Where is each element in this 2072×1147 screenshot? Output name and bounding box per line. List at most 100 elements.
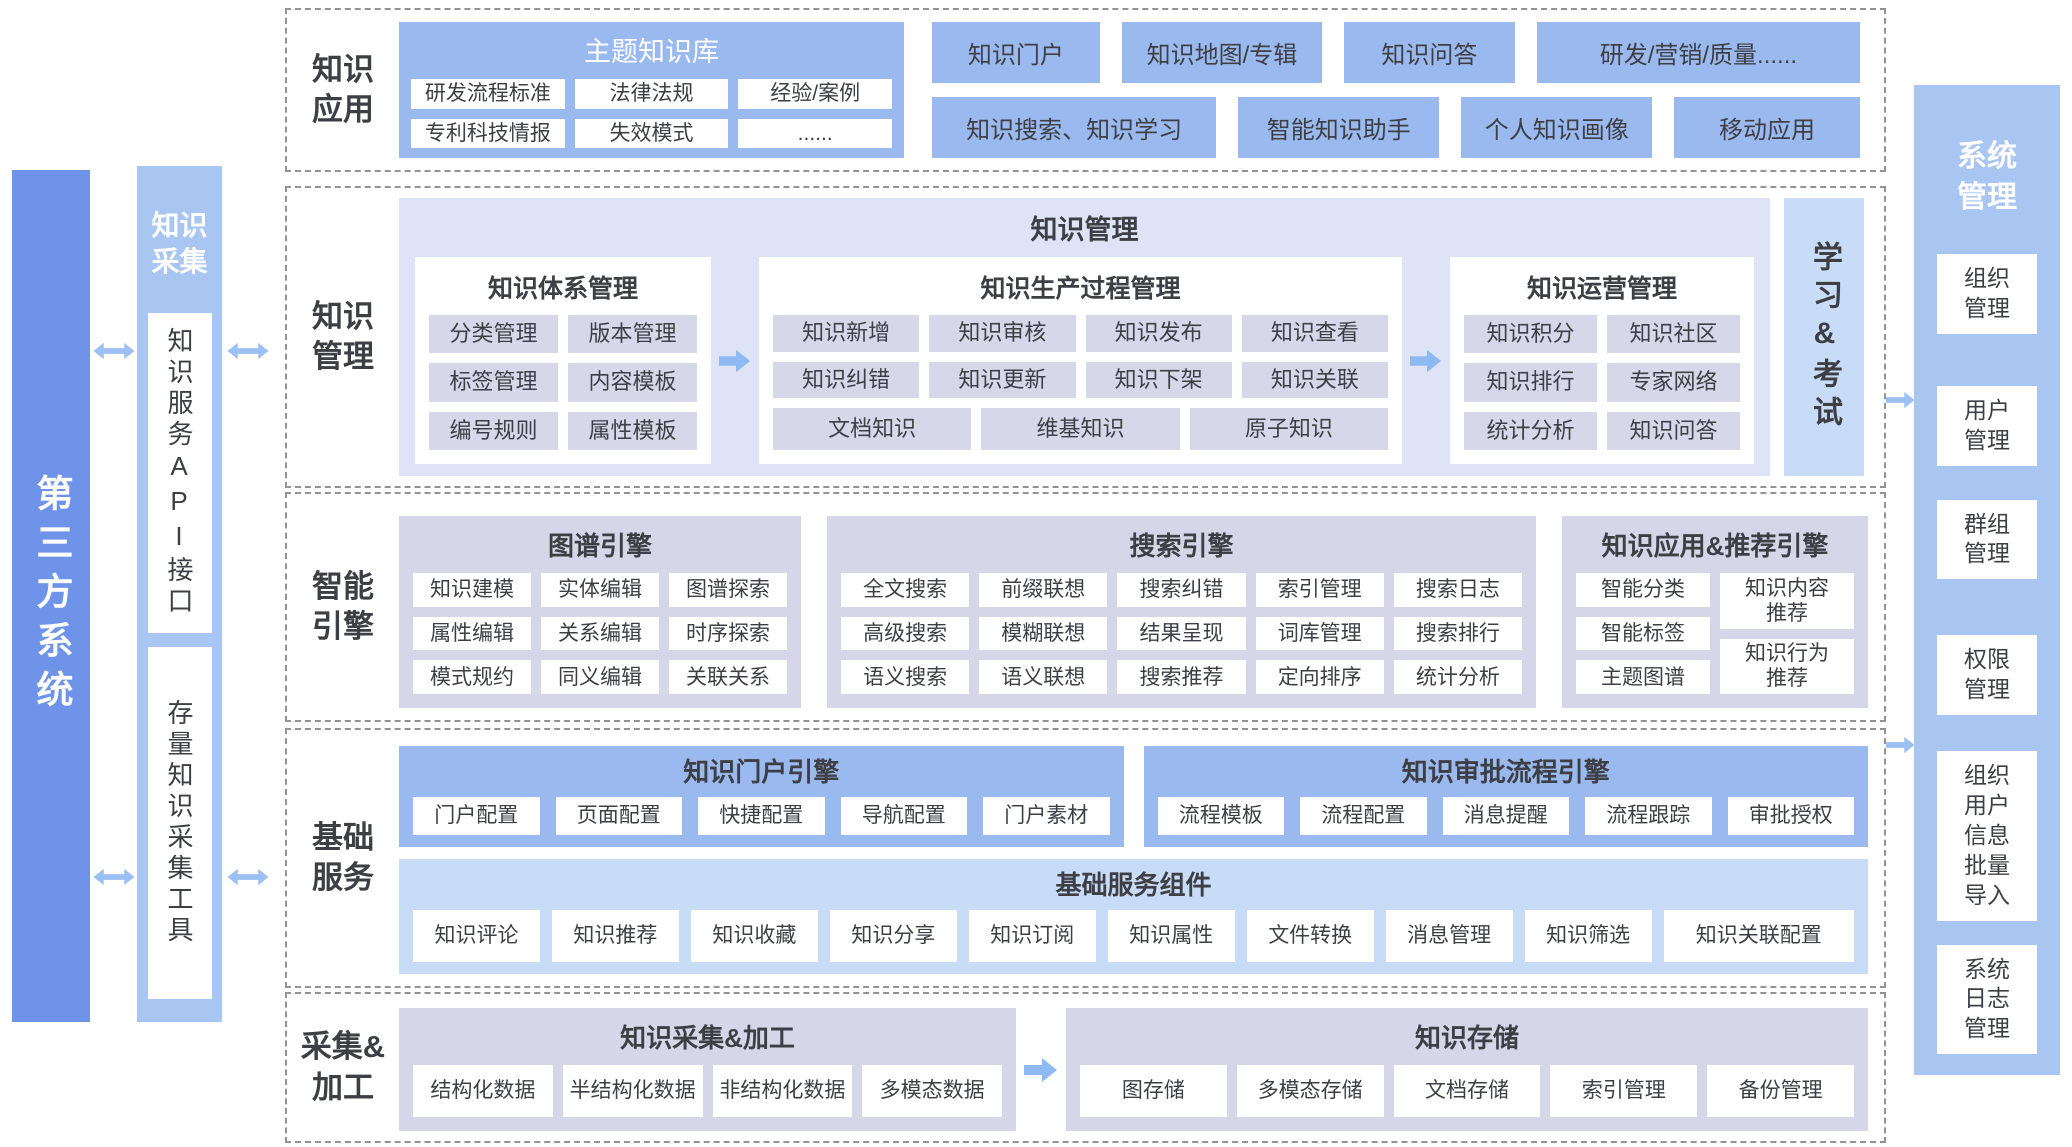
flow-arrow-icon xyxy=(719,348,751,374)
approval-flow-engine-title: 知识审批流程引擎 xyxy=(1401,757,1610,787)
module-chip: 关联关系 xyxy=(669,660,787,694)
module-chip: 属性编辑 xyxy=(413,616,531,651)
theme-kb-item: ...... xyxy=(738,118,892,148)
module-chip: 全文搜索 xyxy=(841,573,970,607)
search-engine-title: 搜索引擎 xyxy=(1129,531,1234,561)
module-chip: 结构化数据 xyxy=(413,1065,553,1117)
knowledge-collection-column: 知识 采集 知识服务API接口 存量知识采集工具 xyxy=(137,166,222,1022)
double-arrow-icon xyxy=(226,336,270,366)
knowledge-system-management-items: 分类管理版本管理标签管理内容模板编号规则属性模板 xyxy=(429,315,697,450)
recommend-engine-panel: 知识应用&推荐引擎 智能分类智能标签主题图谱 知识内容 推荐知识行为 推荐 xyxy=(1562,516,1868,708)
basic-service-components-panel: 基础服务组件 知识评论知识推荐知识收藏知识分享知识订阅知识属性文件转换消息管理知… xyxy=(399,859,1868,974)
module-chip: 前缀联想 xyxy=(979,573,1108,607)
module-chip: 语义搜索 xyxy=(841,660,970,694)
module-chip: 知识下架 xyxy=(1085,361,1232,399)
module-chip: 文档存储 xyxy=(1393,1065,1541,1117)
third-party-system-bar: 第三方系统 xyxy=(12,170,90,1022)
application-button: 知识地图/专辑 xyxy=(1121,22,1323,83)
knowledge-storage-title: 知识存储 xyxy=(1414,1023,1519,1053)
module-chip: 模式规约 xyxy=(413,660,531,694)
application-button: 智能知识助手 xyxy=(1238,97,1440,158)
stock-collection-tool-box: 存量知识采集工具 xyxy=(147,646,212,999)
module-chip: 统计分析 xyxy=(1464,411,1597,450)
search-engine-items: 全文搜索前缀联想搜索纠错索引管理搜索日志高级搜索模糊联想结果呈现词库管理搜索排行… xyxy=(841,573,1522,694)
knowledge-production-title: 知识生产过程管理 xyxy=(980,275,1181,303)
module-chip: 多模态数据 xyxy=(862,1065,1002,1117)
module-chip: 流程配置 xyxy=(1300,797,1427,835)
module-chip: 索引管理 xyxy=(1255,573,1384,607)
section-collect-process: 采集& 加工 知识采集&加工 结构化数据半结构化数据非结构化数据多模态数据 知识… xyxy=(285,992,1886,1143)
section-intelligent-engine: 智能 引擎 图谱引擎 知识建模实体编辑图谱探索属性编辑关系编辑时序探索模式规约同… xyxy=(285,492,1886,722)
knowledge-acquire-panel: 知识采集&加工 结构化数据半结构化数据非结构化数据多模态数据 xyxy=(399,1008,1016,1131)
knowledge-production-items: 知识新增知识审核知识发布知识查看知识纠错知识更新知识下架知识关联 xyxy=(773,315,1388,399)
module-chip: 知识分享 xyxy=(829,910,957,962)
application-button: 知识门户 xyxy=(932,22,1100,83)
graph-engine-panel: 图谱引擎 知识建模实体编辑图谱探索属性编辑关系编辑时序探索模式规约同义编辑关联关… xyxy=(399,516,801,708)
module-chip: 标签管理 xyxy=(429,363,558,402)
system-management-item: 用户 管理 xyxy=(1937,385,2037,466)
third-party-system-label: 第三方系统 xyxy=(31,473,72,719)
basic-service-components-title: 基础服务组件 xyxy=(1055,870,1212,900)
module-chip: 结果呈现 xyxy=(1117,616,1246,651)
portal-engine-title: 知识门户引擎 xyxy=(683,757,840,787)
recommend-engine-right-items: 知识内容 推荐知识行为 推荐 xyxy=(1720,573,1854,694)
module-chip: 内容模板 xyxy=(568,363,697,402)
section-label-intelligent-engine: 智能 引擎 xyxy=(312,568,374,644)
module-chip: 门户素材 xyxy=(983,797,1110,835)
module-chip: 编号规则 xyxy=(429,411,558,450)
knowledge-acquire-items: 结构化数据半结构化数据非结构化数据多模态数据 xyxy=(413,1065,1002,1117)
application-buttons-row2: 知识搜索、知识学习智能知识助手个人知识画像移动应用 xyxy=(932,97,1860,158)
knowledge-operation-panel: 知识运营管理 知识积分知识社区知识排行专家网络统计分析知识问答 xyxy=(1450,257,1754,464)
theme-kb-item: 研发流程标准 xyxy=(411,79,565,109)
search-engine-panel: 搜索引擎 全文搜索前缀联想搜索纠错索引管理搜索日志高级搜索模糊联想结果呈现词库管… xyxy=(827,516,1536,708)
module-chip: 备份管理 xyxy=(1707,1065,1854,1117)
knowledge-management-container-title: 知识管理 xyxy=(1030,215,1139,245)
theme-kb-item: 失效模式 xyxy=(574,118,729,148)
double-arrow-icon xyxy=(92,862,136,892)
flow-arrow-icon xyxy=(1410,348,1442,374)
portal-engine-panel: 知识门户引擎 门户配置页面配置快捷配置导航配置门户素材 xyxy=(399,746,1124,847)
module-chip: 高级搜索 xyxy=(841,616,970,651)
section-label-knowledge-management: 知识 管理 xyxy=(312,298,374,374)
double-arrow-icon xyxy=(1872,730,1916,760)
module-chip: 流程跟踪 xyxy=(1585,797,1712,835)
application-button: 知识问答 xyxy=(1344,22,1515,83)
theme-knowledge-base-items: 研发流程标准法律法规经验/案例专利科技情报失效模式...... xyxy=(411,79,892,148)
module-chip: 非结构化数据 xyxy=(712,1065,853,1117)
knowledge-production-panel: 知识生产过程管理 知识新增知识审核知识发布知识查看知识纠错知识更新知识下架知识关… xyxy=(759,257,1402,464)
module-chip: 智能分类 xyxy=(1576,573,1710,607)
module-chip: 消息提醒 xyxy=(1442,797,1569,835)
module-chip: 词库管理 xyxy=(1255,616,1384,651)
module-chip: 知识查看 xyxy=(1241,315,1388,352)
knowledge-system-management-title: 知识体系管理 xyxy=(487,275,638,303)
module-chip: 导航配置 xyxy=(840,797,967,835)
module-chip: 实体编辑 xyxy=(541,573,659,607)
module-chip: 原子知识 xyxy=(1189,408,1388,450)
module-chip: 知识问答 xyxy=(1607,411,1740,450)
module-chip: 知识评论 xyxy=(413,910,540,962)
knowledge-operation-title: 知识运营管理 xyxy=(1526,275,1677,303)
knowledge-production-wide-items: 文档知识维基知识原子知识 xyxy=(773,408,1388,450)
recommend-engine-title: 知识应用&推荐引擎 xyxy=(1601,531,1829,561)
module-chip: 半结构化数据 xyxy=(562,1065,703,1117)
module-chip: 知识审核 xyxy=(929,315,1076,352)
system-management-items: 组织 管理用户 管理群组 管理权限 管理组织 用户 信息 批量 导入系统 日志 … xyxy=(1914,218,2060,1055)
module-chip: 知识纠错 xyxy=(773,361,920,399)
module-chip: 定向排序 xyxy=(1255,660,1384,694)
module-chip: 页面配置 xyxy=(555,797,682,835)
application-button: 知识搜索、知识学习 xyxy=(932,97,1217,158)
double-arrow-icon xyxy=(92,336,136,366)
knowledge-management-container: 知识管理 知识体系管理 分类管理版本管理标签管理内容模板编号规则属性模板 知识生… xyxy=(399,198,1770,476)
approval-flow-engine-items: 流程模板流程配置消息提醒流程跟踪审批授权 xyxy=(1157,797,1854,835)
system-management-item: 组织 用户 信息 批量 导入 xyxy=(1937,751,2037,921)
theme-kb-item: 法律法规 xyxy=(574,79,729,109)
module-chip: 知识关联配置 xyxy=(1663,910,1854,962)
module-chip: 搜索推荐 xyxy=(1117,660,1246,694)
module-chip: 知识排行 xyxy=(1464,363,1597,402)
module-chip: 文件转换 xyxy=(1246,910,1374,962)
module-chip: 门户配置 xyxy=(413,797,540,835)
study-exam-label: 学习&考试 xyxy=(1808,240,1841,434)
application-button: 研发/营销/质量...... xyxy=(1536,22,1861,83)
approval-flow-engine-panel: 知识审批流程引擎 流程模板流程配置消息提醒流程跟踪审批授权 xyxy=(1143,746,1868,847)
